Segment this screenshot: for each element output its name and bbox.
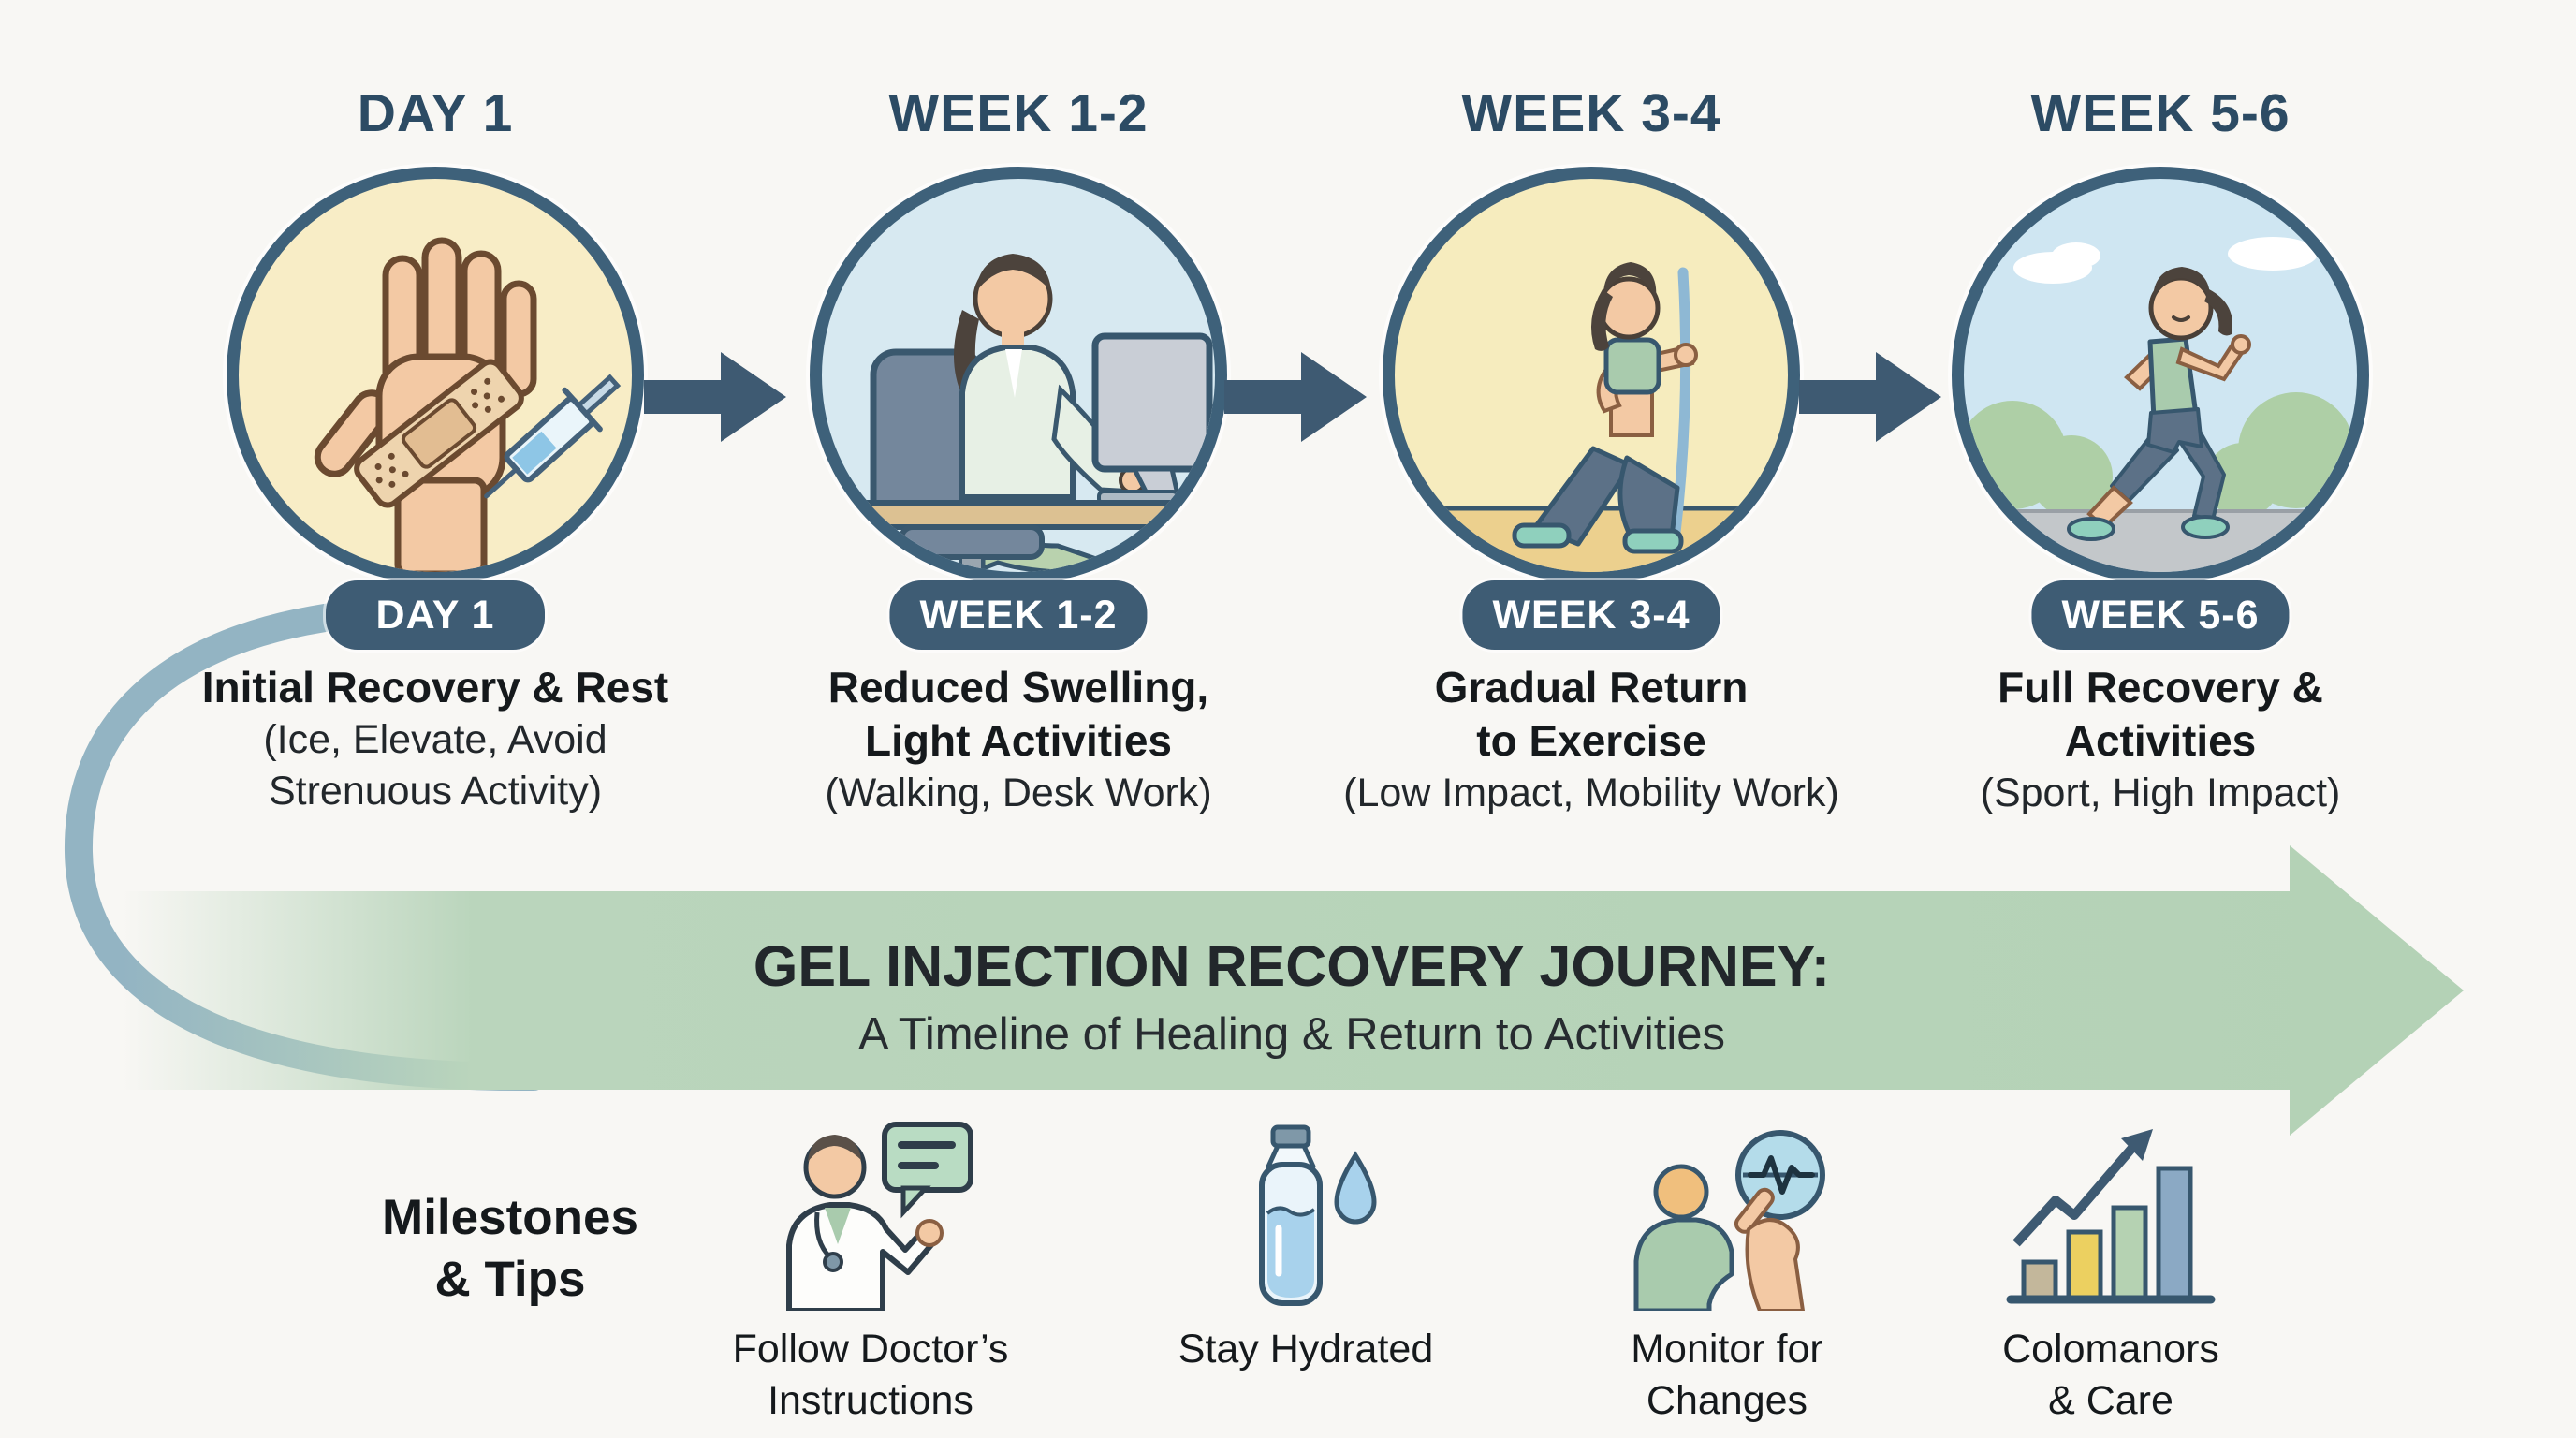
doctor-speech-icon	[665, 1119, 1076, 1311]
tip-colomanors-care: Colomanors & Care	[1905, 1119, 2317, 1427]
stage-badge: WEEK 1-2	[889, 580, 1148, 650]
stage-text-block: Full Recovery & Activities (Sport, High …	[1833, 661, 2488, 819]
banner-title: GEL INJECTION RECOVERY JOURNEY:	[753, 934, 1831, 998]
stage-text-block: Reduced Swelling, Light Activities (Walk…	[691, 661, 1346, 819]
running-outdoors-illustration	[1964, 237, 2357, 572]
stage-week-3-4: WEEK 3-4 WEEK 3-4	[1301, 0, 1881, 880]
tip-stay-hydrated: Stay Hydrated	[1100, 1119, 1512, 1375]
resistance-band-lunge-illustration	[1395, 262, 1788, 572]
stage-circle	[1383, 167, 1800, 584]
tip-label: Monitor for Changes	[1631, 1327, 1823, 1423]
stage-week-1-2: WEEK 1-2 WEEK 1-2	[728, 0, 1309, 880]
growth-chart-icon	[1905, 1119, 2317, 1311]
tip-label: Stay Hydrated	[1178, 1327, 1434, 1372]
tip-monitor-for-changes: Monitor for Changes	[1521, 1119, 1933, 1427]
stage-text-block: Gradual Return to Exercise (Low Impact, …	[1264, 661, 1919, 819]
stage-badge: WEEK 5-6	[2031, 580, 2290, 650]
tip-label: Colomanors & Care	[2002, 1327, 2219, 1423]
stage-header: WEEK 5-6	[2030, 83, 2291, 143]
stage-header: WEEK 3-4	[1461, 83, 1721, 143]
timeline-arrow-icon	[1224, 352, 1367, 442]
timeline-arrow-icon	[1799, 352, 1941, 442]
stage-description: (Sport, High Impact)	[1980, 770, 2341, 815]
stage-circle	[1952, 167, 2369, 584]
stage-title: Full Recovery & Activities	[1998, 663, 2323, 765]
desk-work-illustration	[838, 254, 1215, 572]
stage-badge: DAY 1	[326, 580, 545, 650]
stage-day-1: DAY 1	[145, 0, 725, 880]
stage-circle	[227, 167, 644, 584]
pulse-monitor-icon	[1521, 1119, 1933, 1311]
banner-arrow	[122, 845, 2464, 1136]
bandaged-hand-syringe-illustration	[314, 237, 622, 572]
stage-title: Initial Recovery & Rest	[201, 663, 669, 712]
stage-description: (Walking, Desk Work)	[825, 770, 1212, 815]
stage-header: WEEK 1-2	[888, 83, 1149, 143]
stage-title: Reduced Swelling, Light Activities	[827, 663, 1209, 765]
banner-subtitle: A Timeline of Healing & Return to Activi…	[858, 1009, 1725, 1060]
stage-header: DAY 1	[357, 83, 514, 143]
stage-title: Gradual Return to Exercise	[1434, 663, 1749, 765]
tip-label: Follow Doctor’s Instructions	[732, 1327, 1009, 1423]
stage-description: (Low Impact, Mobility Work)	[1343, 770, 1839, 815]
stage-circle	[810, 167, 1227, 584]
stage-description: (Ice, Elevate, Avoid Strenuous Activity)	[263, 717, 607, 814]
tips-heading: Milestones & Tips	[382, 1190, 638, 1307]
stage-badge: WEEK 3-4	[1462, 580, 1720, 650]
stage-week-5-6: WEEK 5-6	[1870, 0, 2451, 880]
banner-text-block: GEL INJECTION RECOVERY JOURNEY: A Timeli…	[281, 899, 2303, 1095]
syringe-icon	[484, 374, 622, 499]
tip-follow-doctors-instructions: Follow Doctor’s Instructions	[665, 1119, 1076, 1427]
timeline-arrow-icon	[644, 352, 786, 442]
water-bottle-icon	[1100, 1119, 1512, 1311]
stage-text-block: Initial Recovery & Rest (Ice, Elevate, A…	[108, 661, 763, 817]
